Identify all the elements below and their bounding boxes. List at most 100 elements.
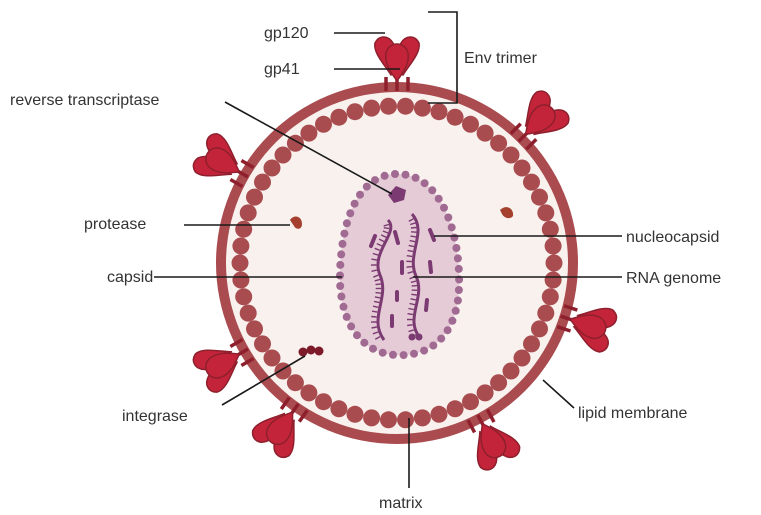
capsid-bead [454, 297, 462, 305]
capsid-bead [444, 214, 452, 222]
capsid-bead [337, 250, 345, 258]
protease-label: protease [84, 216, 146, 233]
capsid-bead [437, 335, 445, 343]
capsid-label: capsid [107, 269, 153, 286]
matrix-bead [330, 109, 347, 126]
matrix-bead [254, 335, 271, 352]
genome-tick [407, 325, 413, 326]
matrix-bead [523, 335, 540, 352]
matrix-bead [232, 238, 249, 255]
matrix-bead [246, 320, 263, 337]
capsid-bead [410, 350, 418, 358]
matrix-bead [315, 116, 332, 133]
matrix-bead [380, 411, 397, 428]
matrix-bead [235, 221, 252, 238]
matrix-bead [542, 221, 559, 238]
matrix-bead [315, 393, 332, 410]
matrix-bead [537, 204, 554, 221]
capsid-bead [421, 179, 429, 187]
capsid-bead [448, 223, 456, 231]
matrix-bead [254, 174, 271, 191]
capsid-bead [360, 339, 368, 347]
capsid-bead [428, 186, 436, 194]
genome-tick [411, 236, 417, 237]
matrix-bead [397, 411, 414, 428]
capsid-bead [454, 254, 462, 262]
matrix-bead [414, 409, 431, 426]
matrix-bead [477, 384, 494, 401]
matrix-bead [503, 363, 520, 380]
matrix-bead [462, 116, 479, 133]
matrix-bead [380, 98, 397, 115]
capsid-bead [337, 293, 345, 301]
matrix-bead [240, 204, 257, 221]
capsid-bead [448, 317, 456, 325]
capsid-bead [340, 230, 348, 238]
rna-genome-label: RNA genome [626, 270, 721, 287]
matrix-bead [275, 147, 292, 164]
matrix-bead [537, 305, 554, 322]
capsid-bead [389, 351, 397, 359]
capsid-bead [450, 234, 458, 242]
genome-tick [384, 228, 389, 229]
matrix-bead [363, 100, 380, 117]
genome-tick [372, 311, 377, 312]
capsid-bead [455, 286, 463, 294]
matrix-bead [447, 109, 464, 126]
matrix-bead [347, 103, 364, 120]
capsid-bead [400, 351, 408, 359]
capsid-bead [336, 261, 344, 269]
matrix-bead [287, 374, 304, 391]
genome-tick [371, 317, 377, 318]
matrix-bead [523, 174, 540, 191]
capsid-bead [347, 322, 355, 330]
matrix-bead [264, 160, 281, 177]
capsid-bead [402, 171, 410, 179]
capsid-bead [340, 303, 348, 311]
matrix-bead [477, 125, 494, 142]
matrix-bead [235, 288, 252, 305]
capsid-bead [379, 349, 387, 357]
matrix-bead [490, 135, 507, 152]
matrix-bead [397, 98, 414, 115]
matrix-bead [330, 400, 347, 417]
matrix-label: matrix [379, 495, 423, 512]
genome-tick [372, 327, 377, 328]
matrix-bead [246, 189, 263, 206]
capsid-bead [351, 200, 359, 208]
genome-tick [375, 297, 380, 298]
genome-tick [407, 256, 412, 257]
lipid-membrane-label: lipid membrane [578, 405, 687, 422]
capsid-bead [343, 313, 351, 321]
genome-tick [376, 293, 382, 294]
lipid-membrane-leader [543, 380, 574, 408]
matrix-bead [462, 393, 479, 410]
matrix-bead [414, 100, 431, 117]
gp41-label: gp41 [264, 61, 300, 78]
matrix-bead [240, 305, 257, 322]
capsid-bead [356, 191, 364, 199]
capsid-bead [381, 172, 389, 180]
genome-tick [408, 250, 413, 251]
matrix-bead [300, 125, 317, 142]
genome-tick [408, 314, 413, 315]
matrix-bead [542, 288, 559, 305]
genome-tick [412, 286, 418, 287]
integrase-label: integrase [122, 408, 188, 425]
capsid-bead [336, 282, 344, 290]
matrix-bead [431, 103, 448, 120]
genome-tick [371, 259, 377, 260]
nucleocapsid-label: nucleocapsid [626, 229, 719, 246]
capsid-bead [339, 240, 347, 248]
matrix-bead [531, 320, 548, 337]
capsid-bead [343, 219, 351, 227]
capsid-bead [412, 174, 420, 182]
matrix-bead [514, 350, 531, 367]
matrix-bead [264, 350, 281, 367]
capsid-bead [336, 272, 344, 280]
gp120-label: gp120 [264, 25, 309, 42]
capsid-bead [452, 307, 460, 315]
matrix-bead [490, 374, 507, 391]
genome-tick [411, 228, 417, 229]
